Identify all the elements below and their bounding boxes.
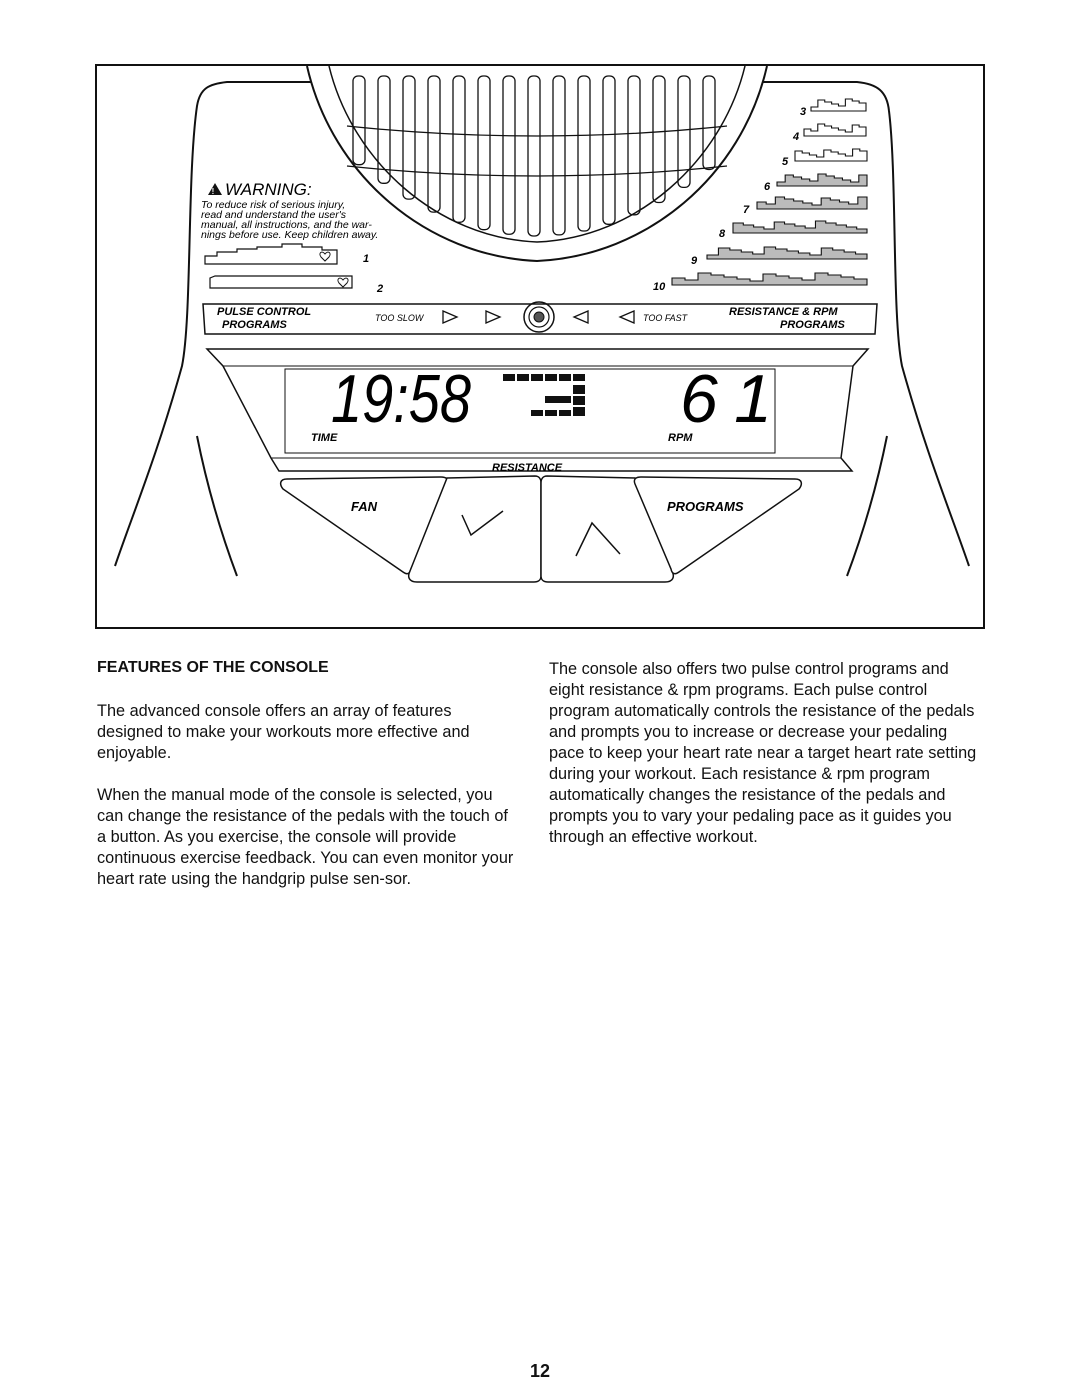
resistance-segment [573, 374, 585, 381]
grille-bar [652, 75, 666, 204]
resistance-segment [573, 385, 585, 394]
pulse-sensor-icon [523, 301, 555, 333]
right-arrow-icon [442, 310, 502, 324]
time-label: TIME [311, 432, 338, 444]
rpm-program-profile [756, 196, 868, 210]
resistance-segment [573, 410, 585, 416]
warning-title: WARNING: [225, 180, 312, 199]
grille-bar [352, 75, 366, 166]
warning-block: ! WARNING: To reduce risk of serious inj… [201, 180, 378, 241]
rpm-programs: 3 4 5 6 7 8 9 10 [653, 98, 868, 293]
warning-line: To reduce risk of serious injury, [201, 199, 345, 211]
chevron-up-icon [575, 521, 621, 557]
resistance-segment [503, 374, 515, 381]
profile-shape [706, 246, 868, 260]
resistance-segment [573, 396, 585, 405]
resistance-up-button[interactable] [540, 475, 675, 583]
rpm-program-profile [803, 123, 867, 137]
grille-bar [527, 75, 541, 237]
profile-shape [671, 272, 868, 286]
program-number-5: 5 [782, 156, 789, 168]
programs-button[interactable]: PROGRAMS [633, 476, 803, 575]
profile-shape [810, 98, 867, 112]
grille-bar [552, 75, 566, 236]
grille-bar [427, 75, 441, 213]
grille-bar [677, 75, 691, 189]
resistance-segment [531, 410, 543, 416]
pulse-control-label: PULSE CONTROL [217, 306, 311, 318]
resistance-segment [559, 374, 571, 381]
section-heading: FEATURES OF THE CONSOLE [97, 659, 329, 676]
rpm-program-profile [776, 173, 868, 187]
program-number-9: 9 [691, 255, 698, 267]
programs-button-label: PROGRAMS [667, 499, 744, 514]
rpm-program-profile [810, 98, 867, 112]
pulse-program-2-profile [209, 275, 353, 289]
paragraph: When the manual mode of the console is s… [97, 786, 514, 888]
rpm-program-profile [732, 220, 868, 234]
paragraph: The advanced console offers an array of … [97, 702, 470, 762]
profile-shape [732, 220, 868, 234]
pulse-programs-label: PROGRAMS [222, 319, 287, 331]
resistance-segment [559, 410, 571, 416]
resistance-segment [531, 374, 543, 381]
console-illustration: ! WARNING: To reduce risk of serious inj… [95, 64, 985, 629]
grille-ring [346, 125, 728, 137]
profile-shape [794, 148, 868, 162]
grille-bar [602, 75, 616, 225]
program-number-7: 7 [743, 204, 750, 216]
program-number-2: 2 [376, 283, 383, 295]
chevron-down-icon [461, 510, 504, 537]
pulse-program-1-profile [204, 243, 338, 265]
warning-line: nings before use. Keep children away. [201, 229, 378, 241]
left-arrow-icon [572, 310, 635, 324]
grille-bar [702, 75, 716, 171]
grille-bar [452, 75, 466, 223]
too-fast-label: TOO FAST [643, 313, 689, 323]
resistance-segment [517, 374, 529, 381]
grille-bar [502, 75, 516, 235]
svg-text:!: ! [212, 187, 215, 196]
resistance-segment [545, 396, 571, 403]
rpm-program-profile [671, 272, 868, 286]
grille-bar [402, 75, 416, 200]
program-number-4: 4 [792, 131, 799, 143]
time-readout: 19:58 [331, 361, 471, 437]
program-number-1: 1 [363, 253, 369, 265]
left-column: The advanced console offers an array of … [97, 701, 517, 911]
program-number-6: 6 [764, 181, 771, 193]
resistance-label: RESISTANCE [492, 462, 563, 474]
too-slow-label: TOO SLOW [375, 313, 425, 323]
program-number-8: 8 [719, 228, 726, 240]
grille-bar [477, 75, 491, 231]
right-column: The console also offers two pulse contro… [549, 659, 984, 869]
rpm-program-profile [794, 148, 868, 162]
grille-bar [577, 75, 591, 232]
rpm-programs-label: PROGRAMS [780, 319, 845, 331]
profile-shape [803, 123, 867, 137]
resistance-segment [545, 374, 557, 381]
rpm-program-profile [706, 246, 868, 260]
lcd-display: 19:58 61 TIME RPM [205, 348, 870, 472]
warning-line: manual, all instructions, and the war- [201, 219, 372, 231]
fan-grille [306, 66, 768, 263]
paragraph: The console also offers two pulse contro… [549, 660, 977, 846]
fan-button-label: FAN [351, 499, 378, 514]
resistance-rpm-label: RESISTANCE & RPM [729, 306, 838, 318]
rpm-label: RPM [668, 432, 693, 444]
program-number-10: 10 [653, 281, 666, 293]
profile-shape [776, 173, 868, 187]
program-number-3: 3 [800, 106, 806, 118]
rpm-readout: 61 [680, 361, 772, 437]
resistance-bar-graph [503, 374, 585, 416]
profile-shape [756, 196, 868, 210]
grille-ring [346, 165, 728, 177]
warning-line: read and understand the user's [201, 209, 347, 221]
page-number: 12 [529, 1361, 551, 1381]
resistance-down-button[interactable] [407, 475, 542, 583]
resistance-segment [545, 410, 557, 416]
grille-bar [627, 75, 641, 216]
